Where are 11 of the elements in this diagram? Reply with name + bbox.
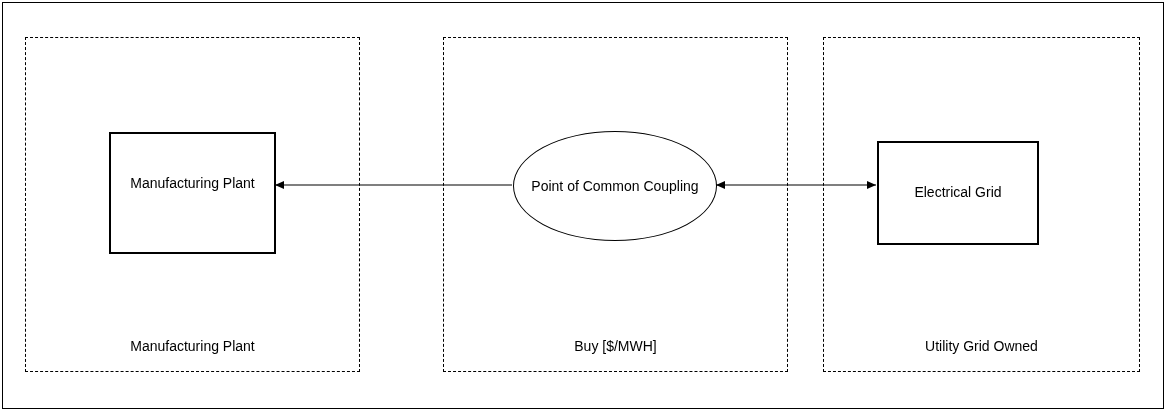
process-box: Electrical Grid [877,141,1039,245]
zone-label: Buy [$/MWH] [574,337,657,356]
dashed-zone [443,37,788,372]
process-box: Manufacturing Plant [109,132,276,254]
dashed-zone [25,37,360,372]
zone-label: Manufacturing Plant [130,337,255,356]
arrow [274,181,513,189]
zone-label: Utility Grid Owned [925,337,1038,356]
coupling-ellipse: Point of Common Coupling [513,131,717,241]
arrow [715,181,877,189]
dashed-zone [823,37,1140,372]
